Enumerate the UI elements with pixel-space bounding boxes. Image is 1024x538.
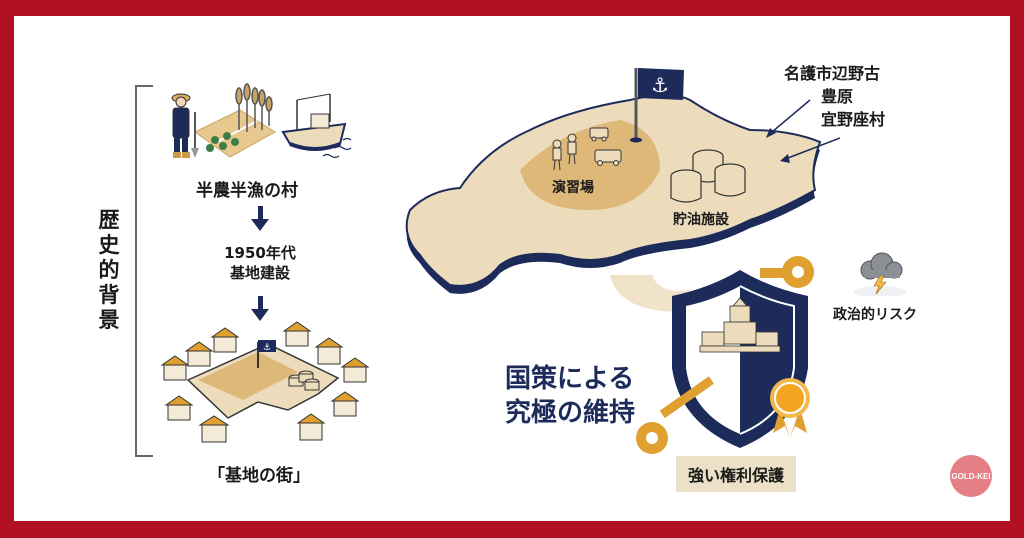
strong-rights-protection-tag: 強い権利保護 bbox=[676, 456, 797, 492]
key-icon bbox=[760, 256, 814, 288]
island-map: ⚓ bbox=[405, 68, 840, 312]
svg-text:⚓: ⚓ bbox=[263, 343, 271, 353]
step-1950s-year: 1950年代 bbox=[224, 244, 296, 262]
historical-background-label: 歴 史 的 背 景 bbox=[96, 208, 122, 333]
award-ribbon-icon bbox=[770, 378, 810, 438]
vertical-char: 歴 bbox=[98, 208, 120, 232]
farmer-and-fishing-boat-illustration bbox=[171, 83, 352, 159]
step-base-town: 「基地の街」 bbox=[208, 466, 310, 486]
step-semi-farming-fishing-village: 半農半漁の村 bbox=[196, 181, 298, 201]
fuel-facility-label: 貯油施設 bbox=[673, 212, 729, 228]
vertical-char: 的 bbox=[98, 258, 120, 282]
policy-title-line2: 究極の維持 bbox=[505, 398, 636, 428]
vertical-char: 景 bbox=[98, 308, 120, 332]
gold-kei-watermark-badge: GOLD-KEI bbox=[950, 455, 992, 497]
vertical-char: 史 bbox=[98, 233, 120, 257]
base-town-illustration: ⚓ bbox=[160, 321, 370, 443]
step-base-construction: 基地建設 bbox=[229, 264, 290, 282]
policy-title-line1: 国策による bbox=[505, 364, 635, 394]
shield-with-diet-building-icon bbox=[636, 256, 814, 454]
anchor-flag-icon: ⚓ bbox=[651, 73, 669, 97]
timeline-bracket bbox=[135, 85, 153, 457]
location-toyohara: 豊原 bbox=[821, 87, 854, 106]
location-ginoza: 宜野座村 bbox=[821, 110, 886, 129]
down-arrow-icon bbox=[251, 309, 269, 321]
down-arrow-icon bbox=[258, 206, 263, 220]
political-risk-label: 政治的リスク bbox=[833, 307, 917, 323]
location-henoko: 名護市辺野古 bbox=[784, 64, 881, 83]
training-area-label: 演習場 bbox=[552, 180, 594, 196]
storm-cloud-icon bbox=[854, 252, 906, 296]
down-arrow-icon bbox=[258, 296, 263, 310]
down-arrow-icon bbox=[251, 219, 269, 231]
key-icon bbox=[636, 376, 715, 454]
vertical-char: 背 bbox=[98, 283, 120, 307]
